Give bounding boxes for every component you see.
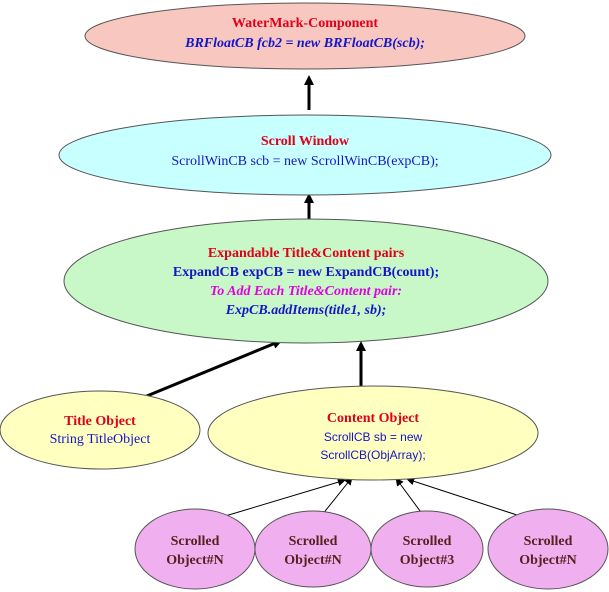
node-scrolled-object-4-label-1: Scrolled <box>524 534 573 549</box>
node-scrolled-object-2: Scrolled Object#N <box>254 510 372 588</box>
node-expandable-shape <box>63 218 549 344</box>
line-scrolled-1-to-content <box>221 478 346 518</box>
node-scrolled-object-1: Scrolled Object#N <box>134 508 256 590</box>
node-content-object-shape <box>207 385 539 481</box>
node-title-object: Title Object String TitleObject <box>0 390 201 470</box>
node-scrolled-object-4: Scrolled Object#N <box>487 508 609 590</box>
node-scrolled-object-2-label-1: Scrolled <box>289 534 338 549</box>
line-scrolled-4-to-content <box>406 477 524 518</box>
node-expandable-note: To Add Each Title&Content pair: <box>210 284 402 299</box>
line-scrolled-3-to-content <box>395 477 424 516</box>
node-scroll-window: Scroll Window ScrollWinCB scb = new Scro… <box>58 114 552 196</box>
node-watermark-shape <box>84 2 526 70</box>
node-scrolled-object-1-label-2: Object#N <box>166 553 224 568</box>
node-content-object-code-2: ScrollCB(ObjArray); <box>320 448 425 462</box>
node-title-object-title: Title Object <box>64 414 136 429</box>
node-watermark: WaterMark-Component BRFloatCB fcb2 = new… <box>84 2 526 70</box>
node-scrolled-object-1-shape <box>134 508 256 590</box>
node-watermark-code: BRFloatCB fcb2 = new BRFloatCB(scb); <box>184 36 425 51</box>
node-watermark-title: WaterMark-Component <box>232 16 379 31</box>
node-expandable-title: Expandable Title&Content pairs <box>208 246 405 261</box>
node-expandable-code: ExpandCB expCB = new ExpandCB(count); <box>173 265 439 280</box>
node-scroll-window-code: ScrollWinCB scb = new ScrollWinCB(expCB)… <box>171 154 438 169</box>
node-expandable-call: ExpCB.addItems(title1, sb); <box>225 303 387 318</box>
node-scrolled-object-2-shape <box>254 510 372 588</box>
node-scrolled-object-3-shape <box>370 510 484 588</box>
arrow-title-to-expandable <box>141 339 283 400</box>
node-scrolled-object-4-label-2: Object#N <box>519 553 577 568</box>
node-scrolled-object-3-label-1: Scrolled <box>403 534 452 549</box>
node-scrolled-object-2-label-2: Object#N <box>284 553 342 568</box>
node-scroll-window-shape <box>58 114 552 196</box>
node-content-object: Content Object ScrollCB sb = new ScrollC… <box>207 385 539 481</box>
node-expandable: Expandable Title&Content pairs ExpandCB … <box>63 218 549 344</box>
node-content-object-title: Content Object <box>327 411 419 426</box>
node-scroll-window-title: Scroll Window <box>261 134 350 149</box>
node-title-object-code: String TitleObject <box>50 432 151 447</box>
node-scrolled-object-4-shape <box>487 508 609 590</box>
node-scrolled-object-1-label-1: Scrolled <box>171 534 220 549</box>
node-title-object-shape <box>0 390 201 470</box>
node-scrolled-object-3-label-2: Object#3 <box>400 553 454 568</box>
node-content-object-code-1: ScrollCB sb = new <box>324 430 423 444</box>
node-scrolled-object-3: Scrolled Object#3 <box>370 510 484 588</box>
